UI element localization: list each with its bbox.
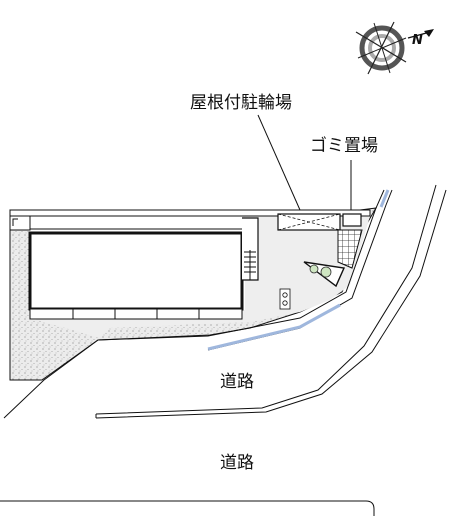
corner-box-mark [12, 218, 18, 226]
building [28, 231, 244, 311]
tree-icon [320, 266, 332, 278]
road-upper-label: 道路 [220, 372, 254, 392]
balcony-strip [29, 308, 243, 320]
bike-parking-leader-line [257, 114, 301, 211]
planting-area [303, 261, 346, 288]
road-lower-label: 道路 [220, 453, 254, 473]
sidewalk-outer-edge [3, 189, 385, 419]
road-bottom-boundary [0, 500, 375, 516]
compass-north-label: N [412, 33, 423, 48]
garbage-station [342, 213, 362, 227]
top-wall-strip [9, 209, 371, 217]
compass-icon: N [355, 21, 434, 75]
road-boundary-right-inner [95, 189, 447, 419]
staircase-icon [242, 217, 259, 281]
water-channel [379, 189, 390, 208]
garbage-label: ゴミ置場 [310, 135, 378, 156]
bike-parking-area [277, 213, 341, 231]
road-boundary-right [95, 184, 437, 415]
tree-icon [309, 264, 319, 274]
bicycle-marker-icon [279, 288, 291, 310]
bike-parking-label: 屋根付駐輪場 [190, 93, 292, 113]
grid-paving [337, 229, 363, 269]
water-channel [207, 303, 341, 351]
